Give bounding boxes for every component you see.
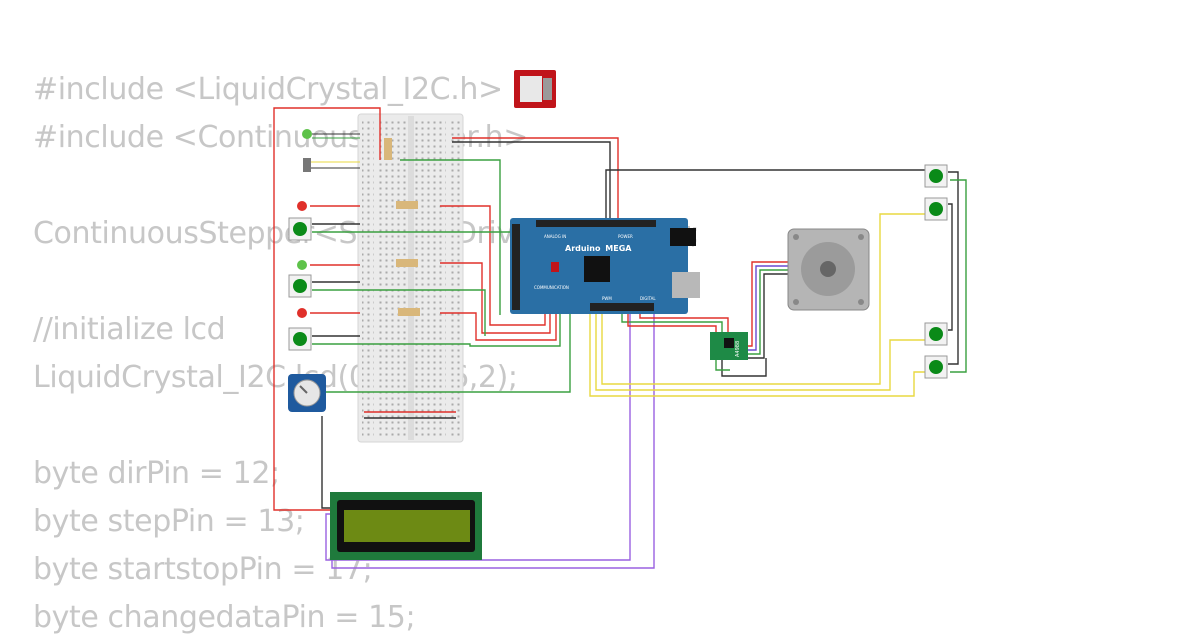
push-button-icon[interactable] xyxy=(924,322,948,346)
driver-label: A4988 xyxy=(735,341,741,357)
code-line: //initialize lcd xyxy=(33,312,226,347)
led-green-icon[interactable] xyxy=(302,129,360,139)
code-line: byte dirPin = 12; xyxy=(33,456,280,491)
wires xyxy=(273,107,967,569)
board-analog-label: ANALOG IN xyxy=(544,234,566,239)
board-digital-label: DIGITAL xyxy=(640,296,656,301)
resistor-icon xyxy=(384,138,392,160)
led-red-icon[interactable] xyxy=(297,201,307,211)
push-button-icon[interactable] xyxy=(924,197,948,221)
resistor-icon xyxy=(398,308,420,316)
push-button-icon[interactable] xyxy=(924,355,948,379)
board-brand-label: Arduino xyxy=(565,244,601,253)
sd-card-module-icon[interactable] xyxy=(514,70,556,108)
slide-switch-icon[interactable] xyxy=(303,158,360,172)
led-green-icon[interactable] xyxy=(297,260,307,270)
board-model-label: MEGA xyxy=(605,244,632,253)
svg-text:Arduino MEGA: Arduino MEGA xyxy=(565,244,632,253)
led-red-icon[interactable] xyxy=(297,308,307,318)
push-button-icon[interactable] xyxy=(288,327,312,351)
board-pwm-label: PWM xyxy=(602,296,612,301)
breadboard[interactable] xyxy=(357,113,464,443)
stepper-motor-icon[interactable] xyxy=(787,228,870,311)
board-power-label: POWER xyxy=(618,234,633,239)
push-button-icon[interactable] xyxy=(924,164,948,188)
stepper-driver-board[interactable]: A4988 xyxy=(710,332,748,360)
arduino-mega-board[interactable]: Arduino MEGA POWER ANALOG IN PWM COMMUNI… xyxy=(510,218,700,314)
code-line: #include <LiquidCrystal_I2C.h> xyxy=(33,72,503,107)
resistor-icon xyxy=(396,259,418,267)
push-button-icon[interactable] xyxy=(288,217,312,241)
lcd-display[interactable] xyxy=(330,492,482,560)
board-communication-label: COMMUNICATION xyxy=(534,285,569,290)
resistor-icon xyxy=(396,201,418,209)
code-line: byte changedataPin = 15; xyxy=(33,600,416,635)
code-line: byte stepPin = 13; xyxy=(33,504,305,539)
push-button-icon[interactable] xyxy=(288,274,312,298)
potentiometer-icon[interactable] xyxy=(288,374,326,412)
